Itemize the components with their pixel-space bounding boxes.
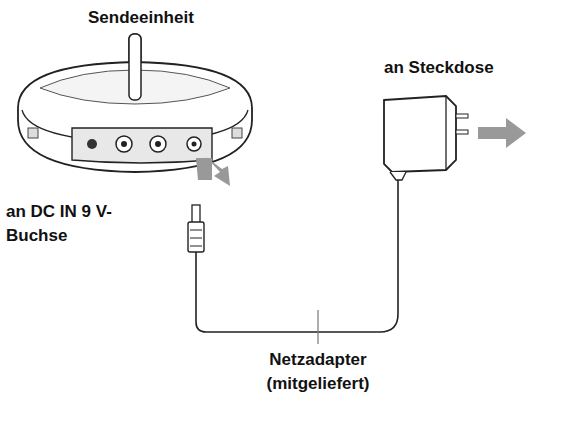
antenna xyxy=(129,34,141,104)
jack-label: an DC IN 9 V- Buchse xyxy=(6,200,146,248)
adapter-cable xyxy=(196,178,398,332)
dc-plug xyxy=(188,205,204,252)
adapter-label: Netzadapter (mitgeliefert) xyxy=(248,348,388,396)
outlet-arrow xyxy=(478,118,526,148)
power-adapter xyxy=(384,96,468,180)
transmitter-unit xyxy=(18,34,252,172)
leader-line xyxy=(317,310,318,344)
outlet-label: an Steckdose xyxy=(384,56,524,80)
unit-title: Sendeeinheit xyxy=(88,6,228,30)
insert-arrow xyxy=(196,158,212,180)
